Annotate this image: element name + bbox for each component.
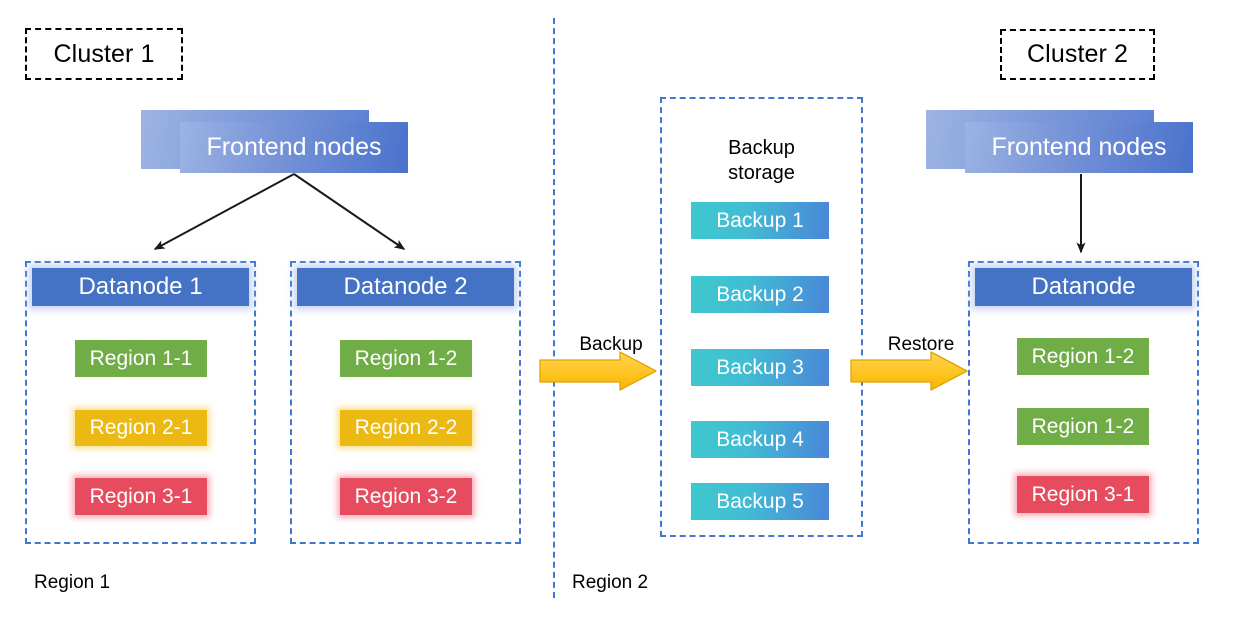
region-label: Region 1-2 bbox=[1031, 344, 1135, 368]
cluster1-datanode-2-region-0[interactable]: Region 1-2 bbox=[340, 340, 472, 377]
cluster1-datanode-1-container bbox=[25, 261, 256, 544]
backup-item-label: Backup 3 bbox=[716, 355, 804, 379]
region-label: Region 3-2 bbox=[354, 484, 458, 508]
cluster2-frontend-label: Frontend nodes bbox=[991, 133, 1167, 161]
backup-block-arrow bbox=[539, 351, 657, 391]
backup-item-4[interactable]: Backup 4 bbox=[691, 421, 829, 458]
cluster1-datanode-2-header[interactable]: Datanode 2 bbox=[297, 268, 514, 306]
backup-flow-label-text: Backup bbox=[579, 334, 643, 355]
backup-storage-container bbox=[660, 97, 863, 537]
region-label: Region 2-2 bbox=[354, 416, 458, 439]
backup-item-2[interactable]: Backup 2 bbox=[691, 276, 829, 313]
backup-item-3[interactable]: Backup 3 bbox=[691, 349, 829, 386]
backup-item-label: Backup 4 bbox=[716, 427, 804, 451]
cluster1-datanode-1-region-0[interactable]: Region 1-1 bbox=[75, 340, 207, 377]
connector-frontend-to-datanode-1 bbox=[153, 173, 295, 250]
backup-storage-title: Backup storage bbox=[660, 111, 863, 186]
cluster2-chip: Cluster 2 bbox=[1000, 29, 1155, 80]
cluster1-chip: Cluster 1 bbox=[25, 28, 183, 80]
region-2-caption: Region 2 bbox=[572, 572, 648, 594]
restore-flow-label: Restore bbox=[866, 334, 976, 356]
cluster2-frontend-nodes[interactable]: Frontend nodes bbox=[965, 122, 1193, 173]
backup-item-1[interactable]: Backup 1 bbox=[691, 202, 829, 239]
region-label: Region 1-1 bbox=[89, 346, 193, 370]
region-label: Region 1-2 bbox=[1031, 414, 1135, 438]
cluster1-frontend-label: Frontend nodes bbox=[206, 133, 382, 161]
region-2-caption-text: Region 2 bbox=[572, 572, 649, 593]
cluster1-datanode-2-title: Datanode 2 bbox=[343, 273, 468, 300]
cluster2-datanode-title: Datanode bbox=[1031, 273, 1136, 300]
cluster2-datanode-region-0[interactable]: Region 1-2 bbox=[1017, 338, 1149, 375]
backup-flow-label: Backup bbox=[556, 334, 666, 356]
region-1-caption-text: Region 1 bbox=[34, 572, 111, 593]
cluster2-chip-label: Cluster 2 bbox=[1027, 40, 1128, 68]
region-label: Region 2-1 bbox=[89, 416, 193, 439]
region-label: Region 1-2 bbox=[354, 346, 458, 370]
cluster1-datanode-1-title: Datanode 1 bbox=[78, 273, 203, 300]
region-1-caption: Region 1 bbox=[34, 572, 110, 594]
cluster2-datanode-region-1[interactable]: Region 1-2 bbox=[1017, 408, 1149, 445]
cluster1-datanode-1-header[interactable]: Datanode 1 bbox=[32, 268, 249, 306]
region-label: Region 3-1 bbox=[89, 484, 193, 508]
cluster2-datanode-region-2[interactable]: Region 3-1 bbox=[1017, 476, 1149, 513]
cluster1-datanode-2-container bbox=[290, 261, 521, 544]
backup-storage-title-text: Backup storage bbox=[728, 137, 795, 184]
backup-item-label: Backup 2 bbox=[716, 282, 804, 306]
cluster2-datanode-container bbox=[968, 261, 1199, 544]
cluster2-datanode-header[interactable]: Datanode bbox=[975, 268, 1192, 306]
backup-item-5[interactable]: Backup 5 bbox=[691, 483, 829, 520]
connector-frontend-to-datanode-2 bbox=[293, 173, 406, 250]
restore-flow-label-text: Restore bbox=[887, 334, 955, 355]
cluster1-chip-label: Cluster 1 bbox=[53, 39, 155, 68]
region-divider bbox=[553, 18, 555, 598]
cluster1-frontend-nodes[interactable]: Frontend nodes bbox=[180, 122, 408, 173]
restore-block-arrow bbox=[850, 351, 968, 391]
cluster1-datanode-2-region-2[interactable]: Region 3-2 bbox=[340, 478, 472, 515]
cluster1-datanode-2-region-1[interactable]: Region 2-2 bbox=[340, 410, 472, 446]
region-label: Region 3-1 bbox=[1031, 482, 1135, 506]
cluster1-datanode-1-region-2[interactable]: Region 3-1 bbox=[75, 478, 207, 515]
backup-item-label: Backup 1 bbox=[716, 208, 804, 232]
cluster1-datanode-1-region-1[interactable]: Region 2-1 bbox=[75, 410, 207, 446]
backup-item-label: Backup 5 bbox=[716, 489, 804, 513]
